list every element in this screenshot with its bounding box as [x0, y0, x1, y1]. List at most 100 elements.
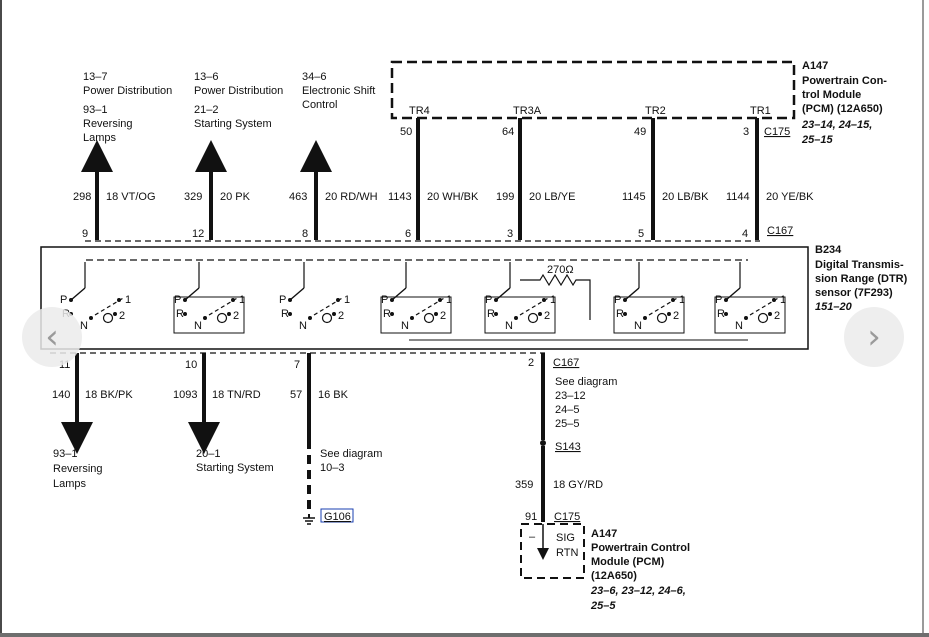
circuit-329: 329: [184, 191, 202, 203]
dtr-switch-array: PRN12PRN12PRN12PRN12PRN12PRN12PRN12: [60, 262, 786, 334]
dtr-pin-7: 7: [294, 359, 300, 371]
switch-contact-1-3: [336, 298, 340, 302]
see-diagram-24-5: 24–5: [555, 404, 579, 416]
switch-contact-2-4: [434, 312, 438, 316]
pcm-bottom-line-2: Module (PCM): [591, 556, 665, 568]
ref-21-2: 21–2: [194, 104, 218, 116]
splice-s143: S143: [555, 441, 581, 453]
pcm-bottom-box: [520, 523, 585, 579]
dtr-pin-6: 6: [405, 228, 411, 240]
switch-contact-n-5: [514, 316, 518, 320]
ref-bottom-reversing: Reversing: [53, 463, 103, 475]
pcm-top-ref-1: 23–14, 24–15,: [801, 119, 872, 131]
circuit-1145: 1145: [622, 191, 646, 203]
dtr-pin-5: 5: [638, 228, 644, 240]
see-diagram-25-5: 25–5: [555, 418, 579, 430]
ref-power-distribution-2: Power Distribution: [194, 85, 283, 97]
frame-left-edge: [0, 0, 2, 637]
switch-contact-p-7: [724, 298, 728, 302]
dtr-pin-2: 2: [528, 357, 534, 369]
pcm-pin-50: 50: [400, 126, 412, 138]
ref-bottom-93-1: 93–1: [53, 448, 77, 460]
switch-label-1-4: 1: [446, 294, 452, 306]
switch-label-p-5: P: [485, 294, 492, 306]
ref-bottom-20-1: 20–1: [196, 448, 220, 460]
switch-contact-p-4: [390, 298, 394, 302]
switch-label-2-1: 2: [119, 310, 125, 322]
color-359: 18 GY/RD: [553, 479, 603, 491]
switch-contact-r-5: [494, 312, 498, 316]
pcm-sig-label: SIG: [556, 532, 575, 544]
switch-contact-r-4: [390, 312, 394, 316]
dtr-connector-top: C167: [767, 225, 793, 237]
ref-bottom-lamps: Lamps: [53, 478, 87, 490]
switch-contact-d-2: [216, 312, 228, 324]
pcm-top-id: A147: [802, 60, 828, 72]
switch-box-5: [484, 296, 556, 334]
next-image-button[interactable]: ›: [844, 307, 904, 367]
switch-label-2-7: 2: [774, 310, 780, 322]
pcm-top-ref-2: 25–15: [801, 134, 833, 146]
prev-image-button[interactable]: ‹: [22, 307, 82, 367]
resistor-label: 270Ω: [547, 264, 574, 276]
switch-contact-d-7: [757, 312, 769, 324]
dtr-pin-12: 12: [192, 228, 204, 240]
circuit-57: 57: [290, 389, 302, 401]
pcm-pin-tr1: TR1: [750, 105, 771, 117]
ref-power-distribution-1: Power Distribution: [83, 85, 172, 97]
switch-label-1-6: 1: [679, 294, 685, 306]
switch-contact-r-3: [288, 312, 292, 316]
switch-contact-r-7: [724, 312, 728, 316]
switch-label-n-6: N: [634, 320, 642, 332]
switch-label-p-7: P: [715, 294, 722, 306]
switch-contact-2-7: [768, 312, 772, 316]
circuit-463: 463: [289, 191, 307, 203]
ref-13-7: 13–7: [83, 71, 107, 83]
switch-contact-n-7: [744, 316, 748, 320]
chevron-left-icon: ‹: [45, 317, 59, 357]
switch-label-r-3: R: [281, 308, 289, 320]
pcm-top-connector: C175: [764, 126, 790, 138]
switch-label-1-5: 1: [550, 294, 556, 306]
pcm-bottom-ref-2: 25–5: [590, 600, 616, 612]
pcm-rtn-label: RTN: [556, 547, 578, 559]
see-diagram-label: See diagram: [555, 376, 617, 388]
switch-arm-6: [624, 287, 640, 301]
pcm-bottom-connector: C175: [554, 511, 580, 523]
dtr-pin-4: 4: [742, 228, 748, 240]
switch-label-r-5: R: [487, 308, 495, 320]
ref-34-6: 34–6: [302, 71, 326, 83]
pcm-pin-91: 91: [525, 511, 537, 523]
switch-box-4: [380, 296, 452, 334]
switch-label-p-2: P: [174, 294, 181, 306]
switch-label-1-2: 1: [239, 294, 245, 306]
dtr-connector-bottom: C167: [553, 357, 579, 369]
circuit-359: 359: [515, 479, 533, 491]
ref-93-1: 93–1: [83, 104, 107, 116]
switch-label-n-4: N: [401, 320, 409, 332]
switch-label-p-4: P: [381, 294, 388, 306]
switch-contact-1-2: [231, 298, 235, 302]
dtr-pin-8: 8: [302, 228, 308, 240]
color-1143: 20 WH/BK: [427, 191, 479, 203]
color-199: 20 LB/YE: [529, 191, 575, 203]
switch-contact-n-2: [203, 316, 207, 320]
frame-bottom-edge: [0, 633, 929, 637]
switch-label-n-3: N: [299, 320, 307, 332]
switch-label-1-1: 1: [125, 294, 131, 306]
ground-g106-link[interactable]: G106: [324, 511, 351, 523]
switch-label-2-6: 2: [673, 310, 679, 322]
switch-label-n-2: N: [194, 320, 202, 332]
ref-see-diagram-10-3: See diagram: [320, 448, 382, 460]
switch-contact-d-5: [527, 312, 539, 324]
resistor-270: [520, 273, 591, 320]
switch-label-1-3: 1: [344, 294, 350, 306]
switch-contact-n-3: [308, 316, 312, 320]
ground-g106-link-box: [320, 508, 354, 523]
switch-contact-p-1: [69, 298, 73, 302]
color-57: 16 BK: [318, 389, 349, 401]
switch-label-n-1: N: [80, 320, 88, 332]
pcm-top-line-1: Powertrain Con-: [802, 75, 887, 87]
switch-arm-4: [391, 287, 407, 301]
